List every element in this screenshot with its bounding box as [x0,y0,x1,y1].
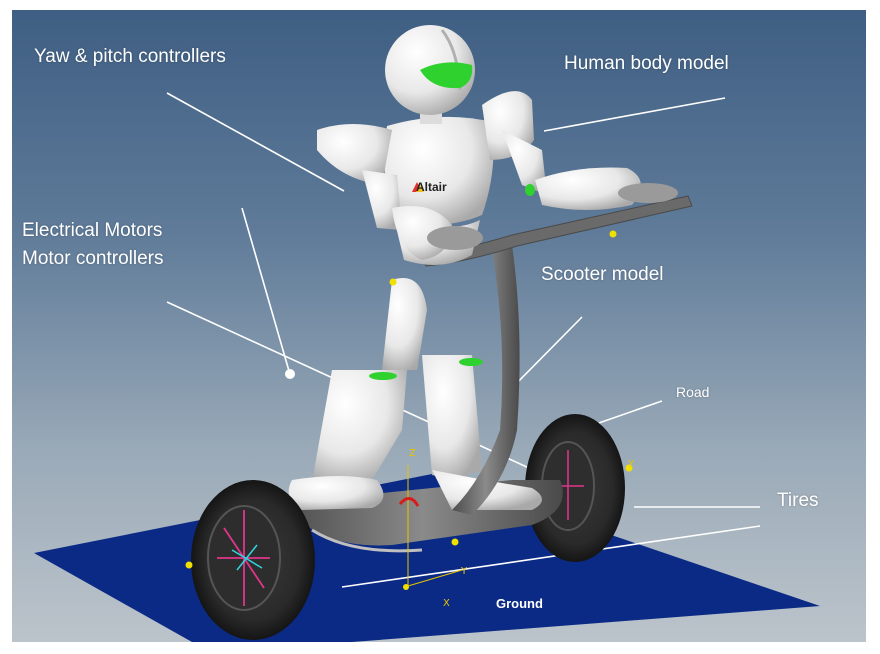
yaw-pitch-label: Yaw & pitch controllers [34,46,226,67]
joint-marker [398,497,420,507]
axis-x-label: X [443,598,450,609]
yellow-markers [185,230,633,590]
altair-logo-text: Altair [416,180,447,194]
ground-pointer [341,525,761,588]
scene-canvas [34,25,820,642]
axis-y-upper-label: Y [628,459,635,470]
road-label: Road [676,384,710,400]
yaw-pitch-pointer [166,92,345,192]
left-wheel [191,480,315,640]
pointer-dot [285,369,295,379]
scooter-model-label: Scooter model [541,264,664,285]
robot-head [385,25,475,124]
ground-label: Ground [496,596,543,611]
road-pointer [595,400,663,425]
robot-left-arm [317,124,483,260]
axis-z-label: Z [409,448,416,459]
altair-logo [412,182,424,192]
human-body-label: Human body model [564,53,729,74]
motors-label-block: Electrical Motors Motor controllers [22,217,164,273]
electrical-motors-pointer [241,207,290,372]
electrical-motors-label: Electrical Motors [22,220,163,241]
coordinate-triad [407,465,463,587]
scooter-stem [452,245,520,515]
robot-legs [288,278,542,510]
axis-y-lower-label: Y [461,566,468,577]
right-wheel [525,414,625,562]
tires-label: Tires [777,490,819,511]
motor-controllers-label: Motor controllers [22,248,164,269]
3d-viewport[interactable]: Yaw & pitch controllers Human body model… [12,10,866,642]
human-body-pointer [543,97,726,132]
robot-right-arm [482,91,678,210]
